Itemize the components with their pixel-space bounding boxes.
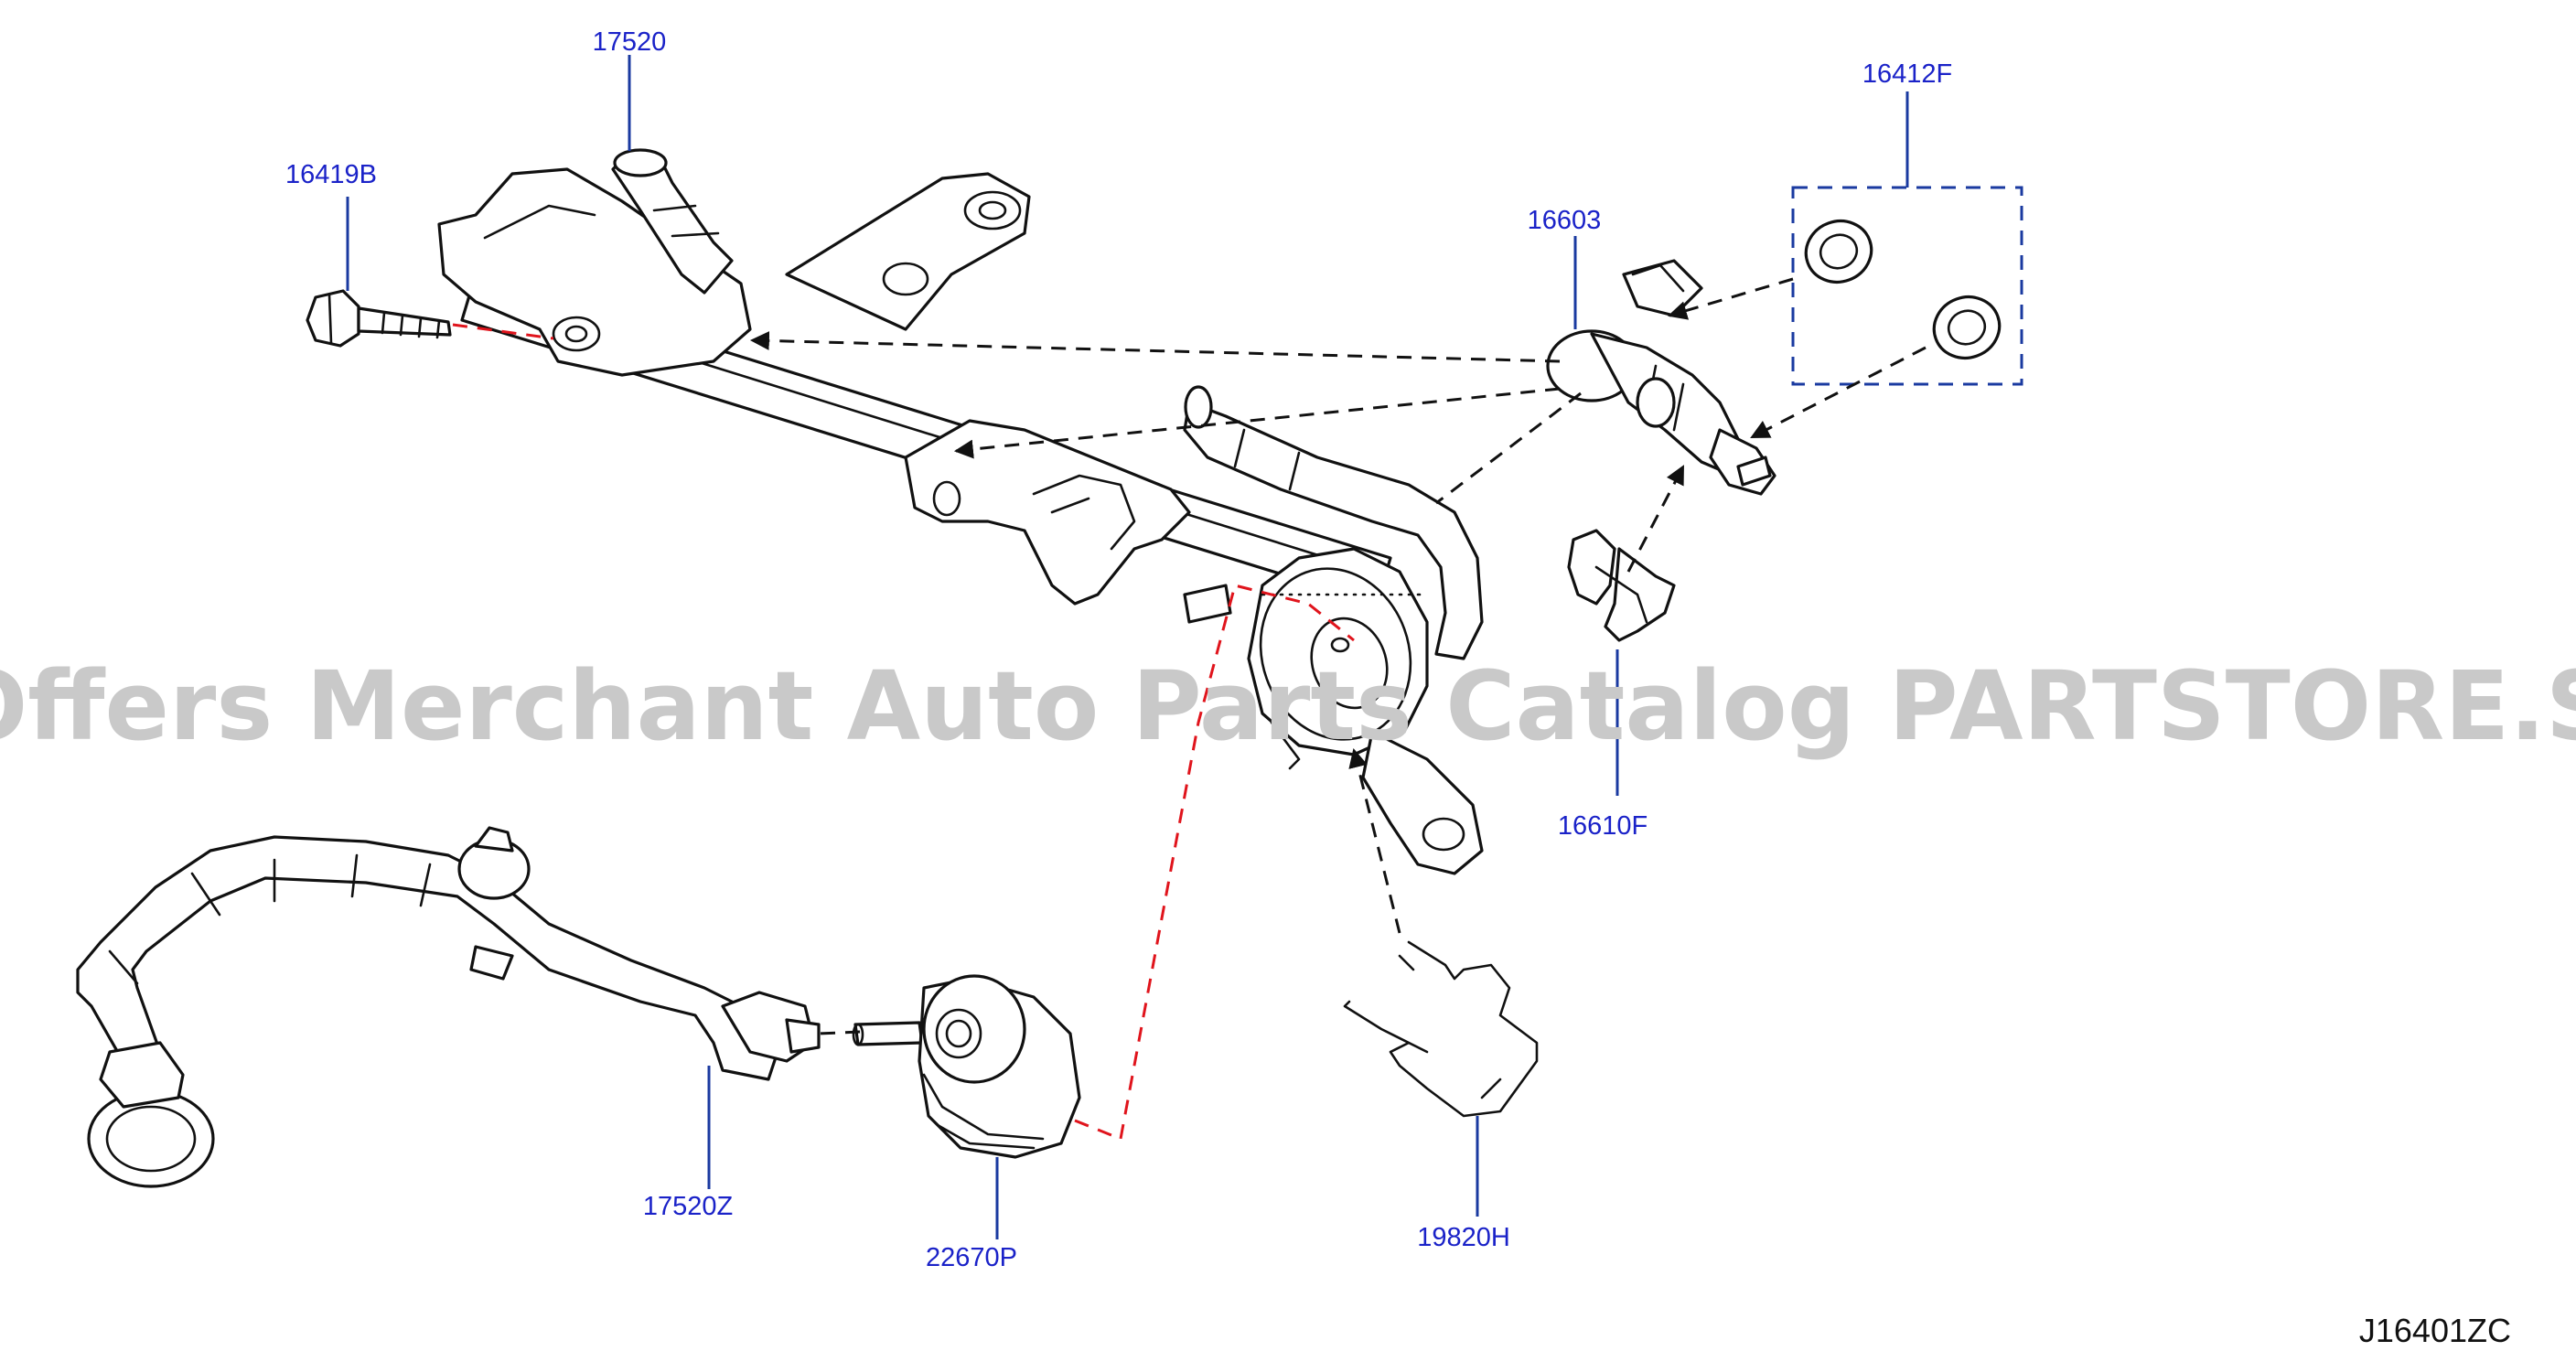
diagram-code: J16401ZC — [2359, 1312, 2511, 1349]
part-label-16412F[interactable]: 16412F — [1862, 59, 1952, 89]
seal-kit — [1791, 186, 2023, 386]
fuel-rail-assembly — [437, 148, 1484, 875]
part-label-22670P[interactable]: 22670P — [926, 1243, 1017, 1272]
injector-clip — [1567, 529, 1676, 642]
fuel-hose — [76, 826, 821, 1188]
part-label-17520[interactable]: 17520 — [593, 27, 667, 57]
part-label-19820H[interactable]: 19820H — [1417, 1223, 1510, 1252]
part-label-16610F[interactable]: 16610F — [1558, 811, 1648, 841]
part-label-16419B[interactable]: 16419B — [285, 160, 377, 189]
bolt-16419B — [306, 289, 452, 348]
part-label-17520Z[interactable]: 17520Z — [643, 1192, 733, 1221]
fuel-injector — [1546, 259, 1776, 496]
pressure-damper — [852, 974, 1081, 1159]
assembly-lines — [452, 277, 1927, 1142]
part-label-16603[interactable]: 16603 — [1528, 206, 1602, 235]
retainer-clip — [1343, 940, 1539, 1118]
watermark: Offers Merchant Auto Parts Catalog PARTS… — [0, 650, 2576, 762]
leader-lines — [346, 55, 1909, 1239]
